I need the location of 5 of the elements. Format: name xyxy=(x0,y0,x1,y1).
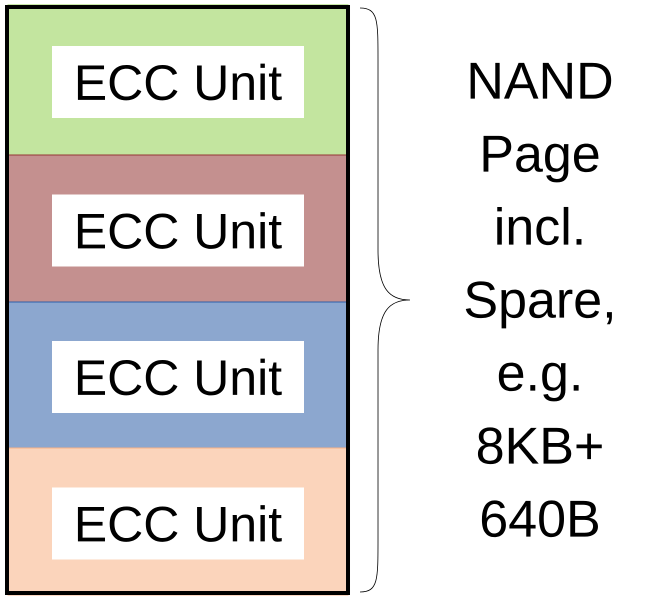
hatched-band: ECC Unit xyxy=(8,448,348,596)
hatched-band: ECC Unit xyxy=(8,154,348,302)
side-note: NAND Page incl. Spare, e.g. 8KB+ 640B xyxy=(466,62,612,538)
hatched-band: ECC Unit xyxy=(8,4,348,156)
hatched-band: ECC Unit xyxy=(8,302,348,448)
